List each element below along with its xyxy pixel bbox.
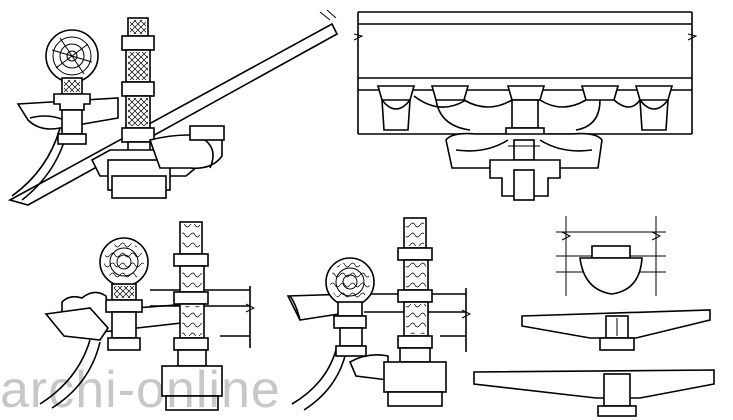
figure-1-bracket-set <box>7 9 339 206</box>
sloping-beam <box>7 22 339 206</box>
figure-4-side-bracket-variant <box>286 217 472 411</box>
bracket-caps-row <box>376 85 674 131</box>
bracket-block <box>579 257 643 295</box>
figure-2-elevation <box>353 11 698 201</box>
figure-3-side-bracket <box>39 221 256 411</box>
figure-5-cantilever-detail <box>473 216 715 417</box>
